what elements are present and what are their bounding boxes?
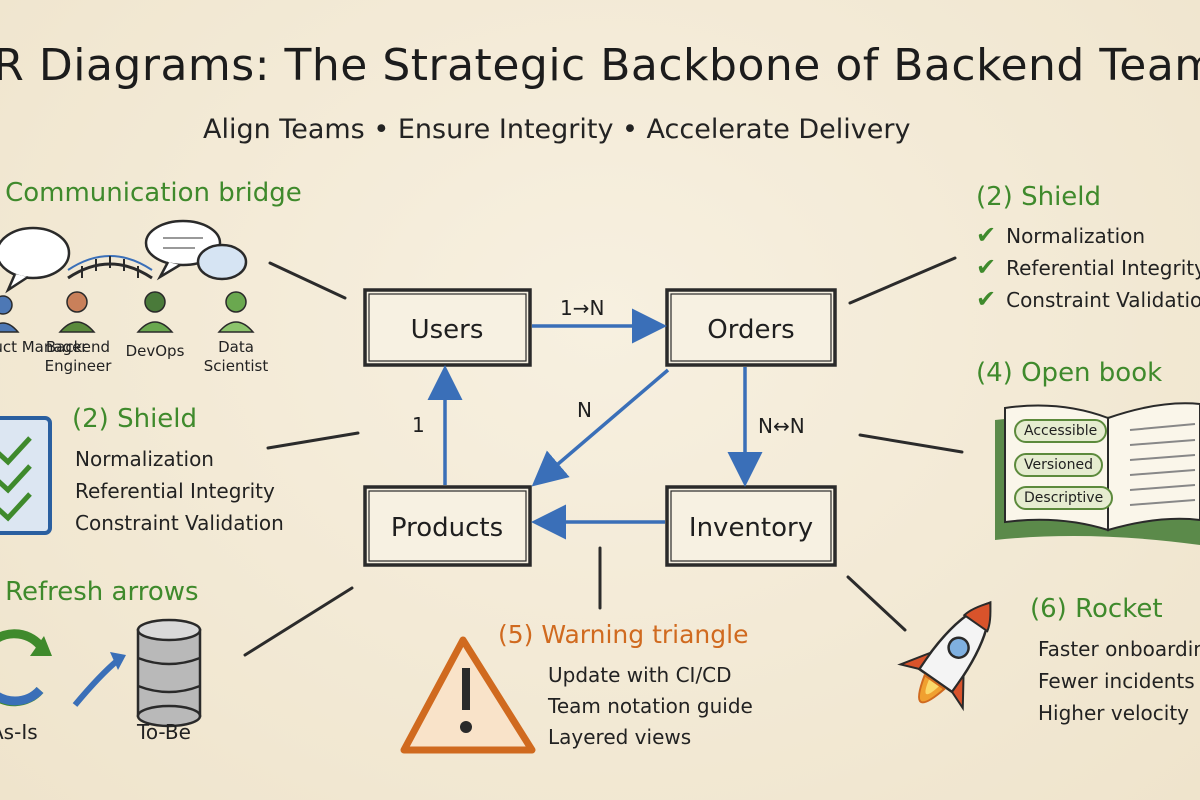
speech-bubbles-icon: [144, 219, 248, 281]
role-label-devops: DevOps: [125, 342, 185, 360]
person-icon-data-scientist: [217, 291, 255, 333]
bridge-icon: [67, 255, 153, 280]
leader-line-rocket: [846, 575, 907, 632]
rel-label-orders-inventory: N↔N: [758, 414, 805, 438]
page-subtitle: Align Teams • Ensure Integrity • Acceler…: [203, 114, 911, 145]
database-icon: [136, 618, 202, 728]
shield-right-row: ✔ Constraint Validation: [976, 283, 1200, 316]
refresh-heading: (3) Refresh arrows: [0, 577, 199, 607]
warning-heading: (5) Warning triangle: [498, 620, 749, 649]
pill-versioned: Versioned: [1014, 453, 1103, 477]
entity-products: Products: [363, 485, 532, 567]
entity-label-products: Products: [391, 513, 503, 543]
to-be-label: To-Be: [137, 720, 191, 744]
entity-label-users: Users: [411, 315, 484, 345]
shield-right-item: Referential Integrity: [1006, 256, 1200, 280]
warning-item: Layered views: [548, 725, 692, 749]
upgrade-arrow-icon: [72, 652, 126, 707]
checkmark-icon: ✔: [976, 221, 997, 249]
shield-left-item: Referential Integrity: [75, 479, 275, 503]
rocket-item: Faster onboarding: [1038, 637, 1200, 661]
leader-line-open-book: [858, 433, 964, 454]
leader-lines: [243, 256, 964, 657]
warning-item: Team notation guide: [548, 694, 753, 718]
speech-bubble-icon: [0, 226, 71, 294]
communication-illustration: [0, 219, 255, 333]
person-icon-product-manager: [0, 295, 20, 333]
open-book-heading: (4) Open book: [976, 358, 1163, 388]
page-title: ER Diagrams: The Strategic Backbone of B…: [0, 40, 1200, 91]
role-label-data-scientist: Data Scientist: [203, 338, 269, 375]
arrow-orders-products: [531, 368, 670, 487]
rocket-heading: (6) Rocket: [1030, 594, 1163, 624]
role-label-product-manager: Product Manager: [0, 338, 88, 356]
leader-line-communication: [268, 261, 347, 300]
refresh-arrows-icon: [0, 629, 52, 707]
warning-triangle-icon: [400, 636, 536, 754]
rocket-icon: [897, 600, 992, 712]
shield-right-row: ✔ Normalization: [976, 219, 1145, 252]
leader-line-refresh: [243, 586, 354, 657]
checkmark-icon: ✔: [976, 285, 997, 313]
role-label-backend-engineer: Backend Engineer: [44, 338, 112, 375]
entity-users: Users: [363, 288, 532, 367]
shield-right-heading: (2) Shield: [976, 182, 1102, 212]
leader-line-shield-left: [266, 431, 360, 450]
entity-label-inventory: Inventory: [689, 513, 813, 543]
shield-left-item: Constraint Validation: [75, 511, 284, 535]
warning-item: Update with CI/CD: [548, 663, 732, 687]
person-icon-backend-engineer: [58, 291, 96, 333]
rel-label-products-users: 1: [412, 413, 425, 437]
person-icon-devops: [136, 291, 174, 333]
checkmark-icon: ✔: [976, 253, 997, 281]
leader-line-shield-right: [848, 256, 957, 305]
entity-inventory: Inventory: [665, 485, 837, 567]
as-is-label: As-Is: [0, 720, 38, 744]
shield-left-item: Normalization: [75, 447, 214, 471]
rocket-item: Higher velocity: [1038, 701, 1190, 725]
rocket-item: Fewer incidents: [1038, 669, 1195, 693]
pill-accessible: Accessible: [1014, 419, 1108, 443]
rel-label-users-orders: 1→N: [560, 296, 604, 320]
rel-label-orders-products: N: [577, 398, 592, 422]
entity-label-orders: Orders: [707, 315, 794, 345]
communication-heading: (1) Communication bridge: [0, 178, 302, 208]
shield-right-item: Constraint Validation: [1006, 288, 1200, 312]
entity-orders: Orders: [665, 288, 837, 367]
shield-right-item: Normalization: [1006, 224, 1146, 248]
checklist-icon: [0, 416, 52, 535]
shield-right-row: ✔ Referential Integrity: [976, 251, 1200, 284]
pill-descriptive: Descriptive: [1014, 486, 1114, 510]
shield-left-heading: (2) Shield: [72, 404, 198, 434]
